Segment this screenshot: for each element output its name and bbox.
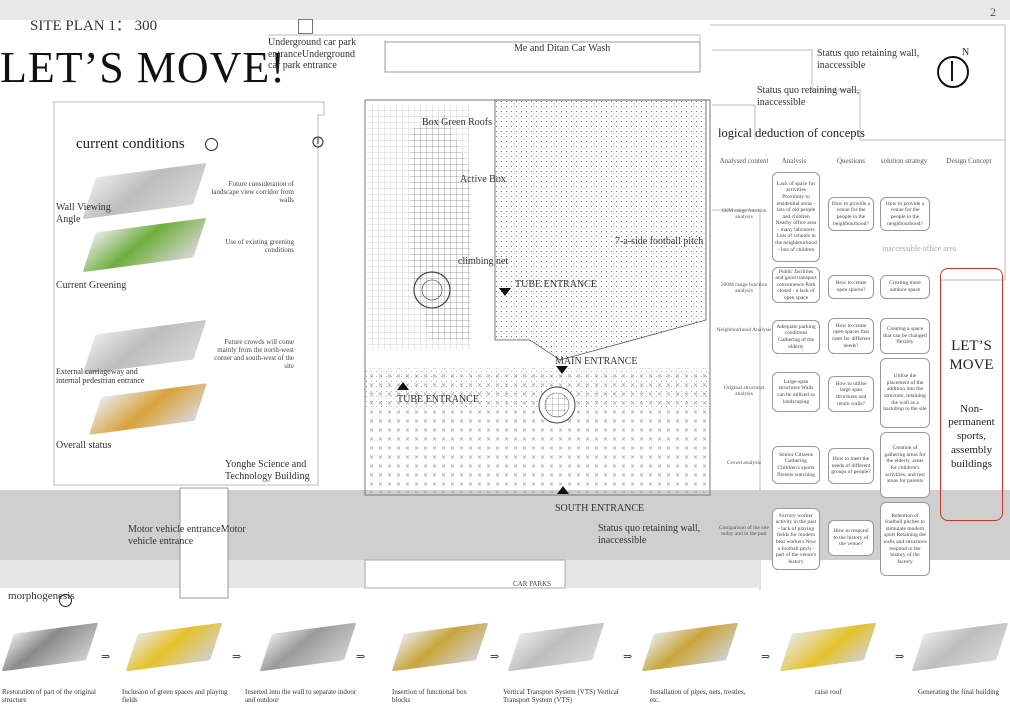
site-plan-title: SITE PLAN 1： 300 [30, 18, 158, 34]
label-motor-vehicle: Motor vehicle entranceMotor vehicle entr… [128, 524, 246, 547]
row-question-2: How to create open spaces? [828, 275, 874, 299]
morph-model-6 [641, 622, 739, 672]
arrow-icon: ⇒ [101, 651, 111, 663]
morph-model-2 [125, 622, 223, 672]
morph-model-7 [779, 622, 877, 672]
arrow-icon: ⇒ [623, 651, 633, 663]
morph-step-1: Restoration of part of the original stru… [2, 688, 96, 705]
row-content-4: Original structural analysis [723, 385, 765, 398]
morph-step-7: raise roof [815, 688, 842, 696]
row-analysis-2: Public facilities and good transport con… [772, 267, 820, 303]
label-main-entrance: MAIN ENTRANCE [555, 356, 638, 367]
row-question-3: How to create open spaces that cater for… [828, 318, 874, 354]
arrow-icon: ⇒ [356, 651, 366, 663]
morph-step-5: Vertical Transport System (VTS) Vertical… [503, 688, 619, 705]
label-climbing-net: climbing net [458, 256, 509, 267]
col-analysis: Analysis [781, 157, 807, 165]
cc-note-1: Future consideration of landscape view c… [211, 180, 294, 205]
label-football-pitch: 7-a-side football pitch [615, 236, 704, 247]
top-bar [0, 0, 1010, 20]
design-concept-subtitle: Non-permanent sports, assembly buildings [948, 402, 995, 470]
label-car-wash: Me and Ditan Car Wash [514, 43, 611, 54]
label-yonghe: Yonghe Science and Technology Building [225, 459, 310, 482]
col-questions: Questions [837, 157, 865, 165]
row-content-6: Comparison of the site today and in the … [719, 525, 769, 538]
cc-note-2: Use of existing greening conditions [225, 238, 294, 255]
morphogenesis-compass-icon [59, 594, 72, 607]
cc-note-3: Future crowds will come mainly from the … [214, 338, 294, 371]
label-retaining-wall-2: Status quo retaining wall, inaccessible [757, 85, 860, 108]
morph-step-4: Insertion of functional box blocks [392, 688, 467, 705]
cc-label-2: Current Greening [56, 280, 127, 291]
label-underground-car-park: Underground car park entranceUnderground… [268, 37, 357, 71]
morph-step-8: Generating the final building [918, 688, 1000, 696]
north-label: N [962, 47, 970, 58]
row-strategy-5: Creation of gathering areas for the elde… [880, 432, 930, 498]
row-analysis-3: Adequate parking conditions Gathering of… [772, 320, 820, 354]
cc-label-1: Wall Viewing Angle [56, 202, 111, 225]
cc-label-4: Overall status [56, 440, 112, 451]
label-tube-entrance-1: TUBE ENTRANCE [515, 279, 597, 290]
label-retaining-wall-1: Status quo retaining wall, inaccessible [817, 48, 920, 71]
morph-model-5 [507, 622, 605, 672]
scale-box [298, 19, 313, 34]
row-question-5: How to meet the needs of different group… [828, 448, 874, 484]
arrow-icon: ⇒ [490, 651, 500, 663]
row-strategy-6: Retention of football pitches to stimula… [880, 502, 930, 576]
compass-icon [205, 138, 218, 151]
cc-label-3: External carriageway and internal pedest… [56, 367, 145, 386]
row-content-2: 500M range function analysis [720, 282, 768, 295]
row-analysis-4: Large-span structures Walls can be utili… [772, 372, 820, 412]
col-analysed-content: Analysed content [719, 157, 769, 165]
morph-step-3: Inserted into the wall to separate indoo… [245, 688, 357, 705]
row-question-1: How to provide a venue for the people in… [828, 197, 874, 231]
current-conditions-title: current conditions [76, 136, 185, 152]
row-content-1: 1KM range function analysis [721, 208, 767, 221]
row-question-6: How to respond to the history of the ven… [828, 520, 874, 556]
label-south-entrance: SOUTH ENTRANCE [555, 503, 645, 514]
row-analysis-5: Senior Citizens Gathering Children's spo… [772, 446, 820, 484]
col-solution-strategy: solution strategy [880, 157, 928, 165]
poster-title: LET’S MOVE! [0, 43, 286, 92]
arrow-icon: ⇒ [895, 651, 905, 663]
morph-step-6: Installation of pipes, nets, trestles, e… [650, 688, 746, 705]
morph-model-1 [1, 622, 99, 672]
row-analysis-1: Lack of space for activities Proximity t… [772, 172, 820, 262]
morph-step-2: Inclusion of green spaces and playing fi… [122, 688, 228, 705]
row-analysis-6: Factory worker activity in the past - la… [772, 508, 820, 570]
row-strategy-1: How to provide a venue for the people in… [880, 197, 930, 231]
label-inaccessible-office: inaccessible office area [882, 244, 957, 253]
row-strategy-4: Utilise the placement of the addition in… [880, 358, 930, 428]
label-car-parks: CAR PARKS [513, 580, 552, 588]
row-content-5: Crowd analysis [726, 460, 762, 466]
page-number: 2 [990, 5, 996, 19]
row-strategy-2: Creating more outdoor space [880, 275, 930, 299]
design-concept-title: LET’S MOVE [949, 338, 994, 373]
arrow-icon: ⇒ [232, 651, 242, 663]
design-concept-box: LET’S MOVE Non-permanent sports, assembl… [940, 268, 1003, 521]
label-retaining-wall-south: Status quo retaining wall, inaccessible [598, 523, 701, 546]
label-box-green-roofs: Box Green Roofs [422, 117, 492, 128]
row-content-3: Neighbourhood Analysis [716, 327, 772, 333]
morphogenesis-title: morphogenesis [8, 590, 75, 602]
logic-title: logical deduction of concepts [718, 126, 865, 140]
label-tube-entrance-2: TUBE ENTRANCE [397, 394, 479, 405]
arrow-icon: ⇒ [761, 651, 771, 663]
morph-model-4 [391, 622, 489, 672]
morph-model-8 [911, 622, 1009, 672]
label-active-box: Active Box [460, 174, 506, 185]
row-strategy-3: Creating a space that can be changed fle… [880, 318, 930, 354]
morph-model-3 [259, 622, 357, 672]
row-question-4: How to utilise large span structures and… [828, 376, 874, 412]
north-arrow-icon [937, 56, 969, 88]
col-design-concept: Design Concept [946, 157, 992, 165]
